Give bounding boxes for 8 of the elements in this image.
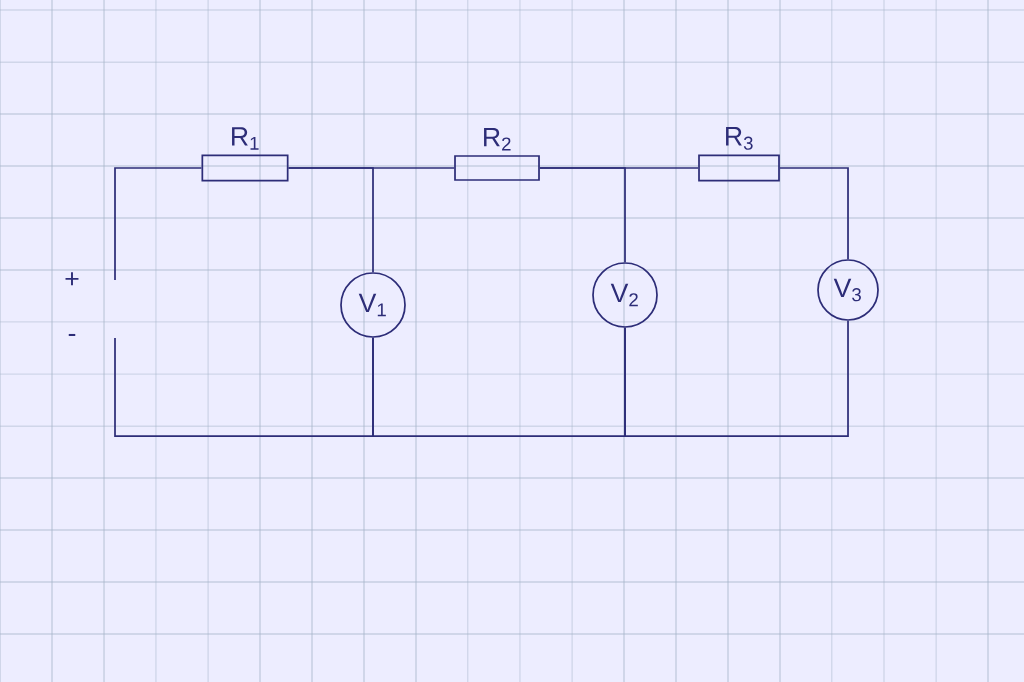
wire: [287, 167, 374, 273]
terminal-sign: -: [68, 333, 76, 336]
wire: [539, 167, 626, 263]
terminal-sign: +: [65, 272, 79, 286]
wire: [114, 337, 374, 437]
wire: [624, 320, 849, 437]
wire: [114, 167, 203, 281]
wire: [779, 167, 849, 260]
